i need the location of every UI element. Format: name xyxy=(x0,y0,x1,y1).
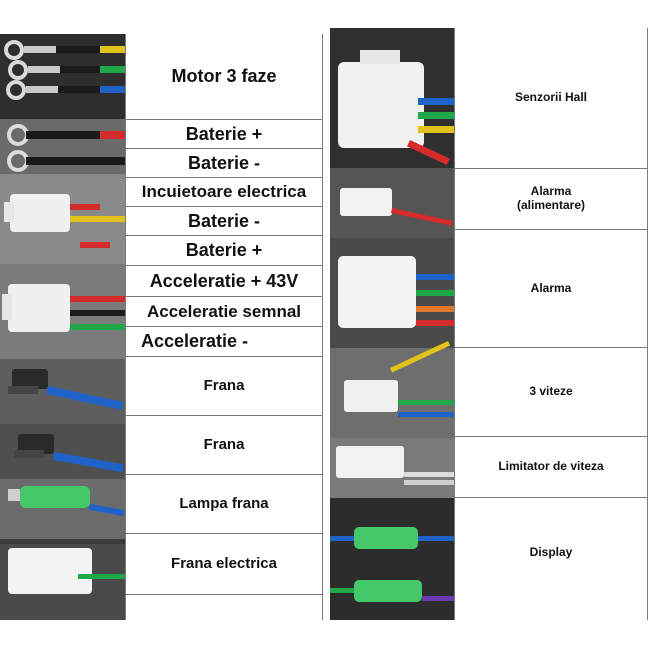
label-incuietoare-electrica: Incuietoare electrica xyxy=(141,182,307,202)
label-motor-3-faze: Motor 3 faze xyxy=(171,66,277,87)
label-senzorii-hall: Senzorii Hall xyxy=(514,90,588,105)
speed-limiter-connector-image xyxy=(336,446,454,485)
label-limitator-de-viteza: Limitator de viteza xyxy=(498,459,604,474)
left-label-table: Motor 3 faze Baterie + Baterie - Incuiet… xyxy=(125,34,323,620)
label-baterie-minus-1: Baterie - xyxy=(187,152,261,173)
label-frana-electrica: Frana electrica xyxy=(171,555,277,573)
label-frana-1: Frana xyxy=(203,377,245,395)
brake-connector-1-image xyxy=(8,369,124,410)
hall-sensor-connector-image xyxy=(338,50,454,165)
label-acceleratie-semnal: Acceleratie semnal xyxy=(146,301,302,321)
lock-connector-image xyxy=(4,194,125,248)
brake-connector-2-image xyxy=(14,434,124,473)
display-connector-2-image xyxy=(330,580,454,602)
throttle-connector-image xyxy=(2,284,125,332)
label-baterie-plus-1: Baterie + xyxy=(185,123,263,144)
left-photo-column xyxy=(0,34,125,620)
motor-ring-terminals-image xyxy=(4,40,125,100)
display-connector-1-image xyxy=(330,527,454,549)
label-baterie-minus-2: Baterie - xyxy=(187,210,261,231)
label-baterie-plus-2: Baterie + xyxy=(185,240,263,261)
electric-brake-connector-image xyxy=(0,544,125,620)
brake-lamp-connector-image xyxy=(8,486,125,516)
label-acceleratie-plus-43v: Acceleratie + 43V xyxy=(149,270,299,291)
label-frana-2: Frana xyxy=(203,436,245,454)
label-lampa-frana: Lampa frana xyxy=(179,495,269,513)
right-label-table: Senzorii Hall Alarma (alimentare) Alarma… xyxy=(454,28,648,620)
three-speed-connector-image xyxy=(344,340,454,417)
alarm-connector-image xyxy=(338,256,454,328)
label-3-viteze: 3 viteze xyxy=(529,384,573,399)
label-display: Display xyxy=(529,545,573,560)
right-photo-column xyxy=(330,28,454,620)
label-acceleratie-minus: Acceleratie - xyxy=(141,331,249,352)
battery-ring-terminals-image xyxy=(7,124,125,172)
alarm-power-connector-image xyxy=(340,188,453,226)
label-alarma: Alarma xyxy=(530,280,572,295)
label-alarma-alimentare: Alarma (alimentare) xyxy=(516,184,586,212)
